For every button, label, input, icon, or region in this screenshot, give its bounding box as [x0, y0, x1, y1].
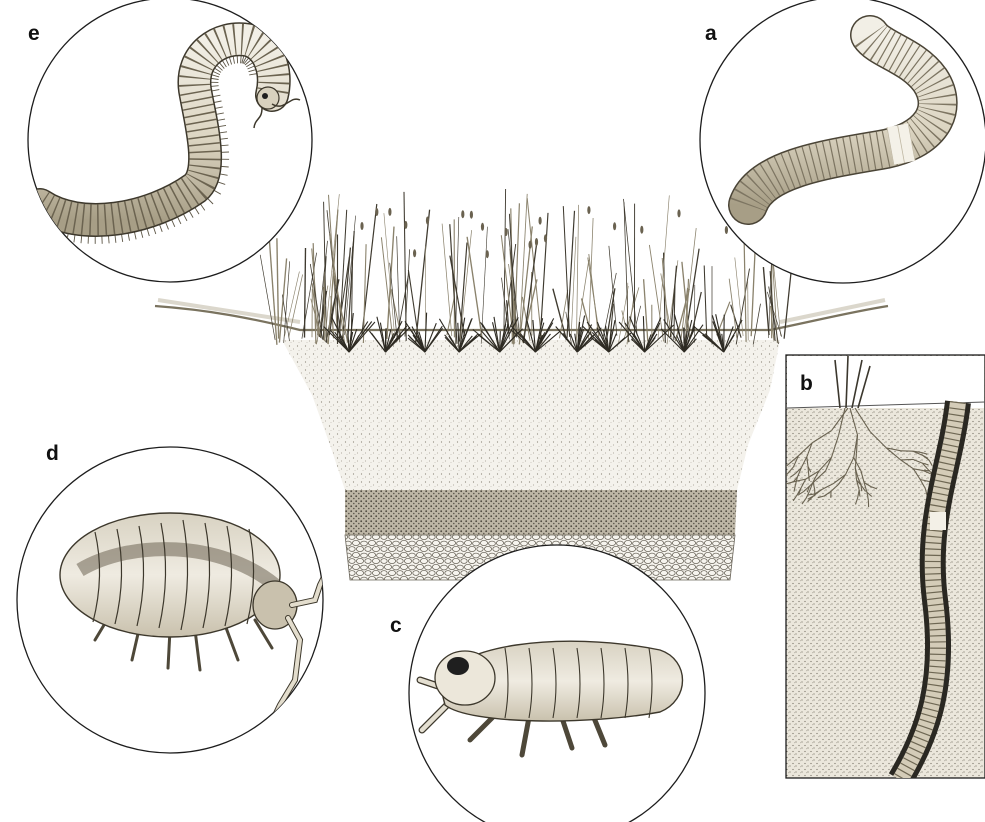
panel-e: e — [28, 0, 312, 282]
panel-a-label: a — [705, 22, 717, 45]
panel-c-label: c — [390, 614, 402, 637]
topsoil-layer — [282, 340, 780, 490]
panel-c: c — [390, 545, 705, 822]
panel-d-label: d — [46, 442, 59, 465]
worm-clitellum — [930, 512, 946, 530]
subsoil-dark-layer — [345, 490, 737, 535]
panel-e-label: e — [28, 22, 40, 45]
panel-b-label: b — [800, 372, 813, 395]
panel-b: b — [757, 355, 985, 780]
grass-tufts — [260, 189, 796, 352]
panel-a: a — [700, 0, 985, 283]
panel-d: d — [17, 442, 325, 753]
springtail-eye — [447, 657, 469, 675]
